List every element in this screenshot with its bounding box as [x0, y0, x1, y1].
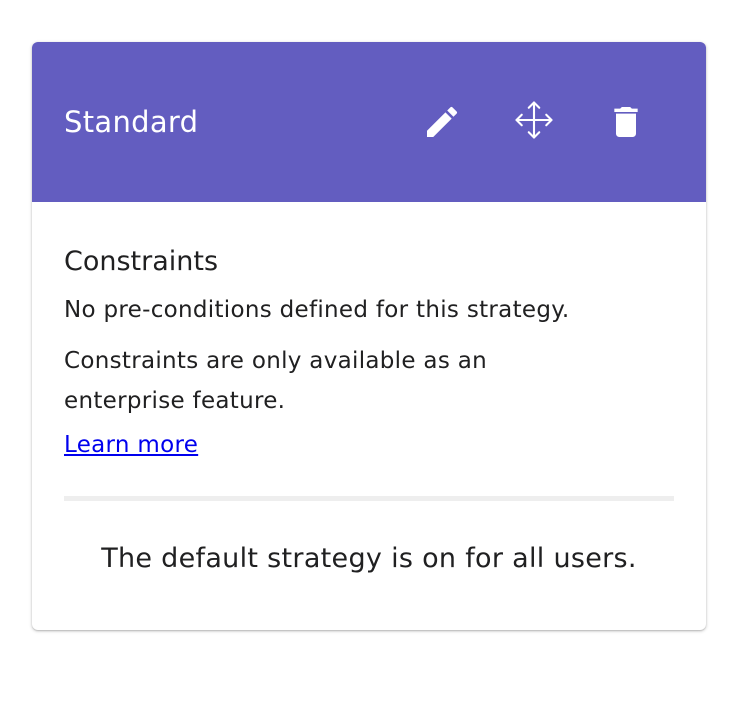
default-strategy-description: The default strategy is on for all users… — [101, 543, 637, 574]
delete-strategy-button[interactable] — [602, 98, 650, 146]
strategy-card: Standard Constraints No pre-conditions — [32, 42, 706, 630]
learn-more-link[interactable]: Learn more — [64, 432, 199, 458]
move-arrows-icon — [515, 101, 553, 139]
divider — [64, 496, 674, 501]
strategy-title: Standard — [64, 105, 199, 139]
pencil-icon — [427, 106, 458, 137]
no-conditions-text: No pre-conditions defined for this strat… — [64, 297, 570, 323]
edit-strategy-button[interactable] — [418, 98, 466, 146]
enterprise-feature-note: Constraints are only available as an ent… — [64, 348, 487, 414]
strategy-card-header: Standard — [32, 42, 706, 202]
trash-icon — [614, 107, 638, 137]
constraints-heading: Constraints — [64, 246, 219, 277]
drag-strategy-handle[interactable] — [510, 96, 558, 144]
